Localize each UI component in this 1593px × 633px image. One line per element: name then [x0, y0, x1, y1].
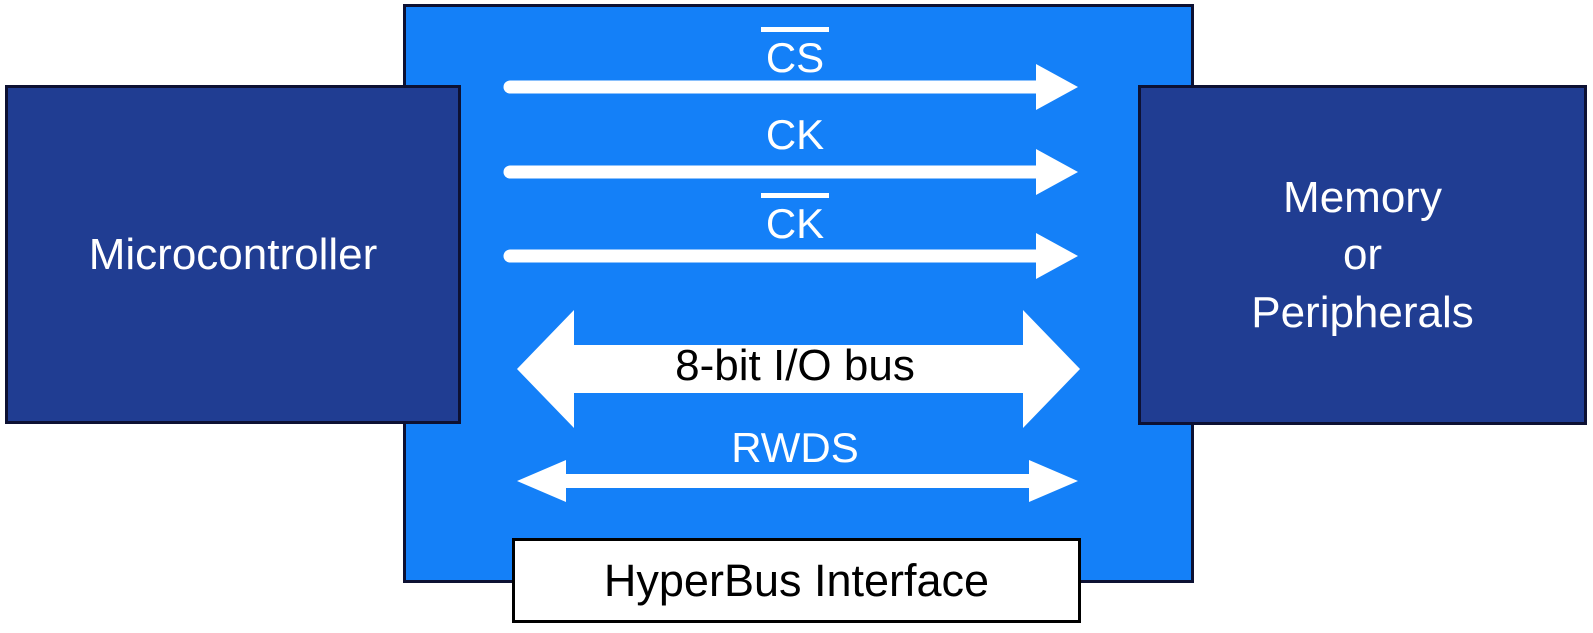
ck-bar-arrow: [503, 233, 1078, 279]
rwds-signal-label: RWDS: [505, 427, 1085, 469]
ck-bar-overline-text: CK: [760, 193, 830, 245]
ck-signal-label: CK: [505, 114, 1085, 156]
memory-peripherals-box: Memory or Peripherals: [1138, 85, 1587, 425]
io-bus-text: 8-bit I/O bus: [675, 341, 915, 390]
cs-arrow: [503, 64, 1078, 110]
microcontroller-box: Microcontroller: [5, 85, 461, 424]
rwds-arrow: [517, 460, 1078, 502]
ck-bar-signal-label: CK: [505, 193, 1085, 245]
hyperbus-interface-label: HyperBus Interface: [603, 554, 990, 606]
io-bus-arrow: [517, 310, 1080, 428]
memory-label-line1: Memory: [1283, 173, 1442, 223]
hyperbus-interface-box: HyperBus Interface: [512, 538, 1081, 623]
microcontroller-label: Microcontroller: [88, 229, 378, 279]
cs-overline-text: CS: [760, 27, 830, 79]
rwds-text: RWDS: [731, 424, 859, 471]
cs-signal-label: CS: [505, 27, 1085, 79]
memory-label-line2: or: [1342, 230, 1383, 280]
ck-arrow: [503, 149, 1078, 195]
ck-text: CK: [765, 111, 825, 158]
io-bus-signal-label: 8-bit I/O bus: [505, 344, 1085, 388]
memory-label-line3: Peripherals: [1251, 287, 1474, 337]
